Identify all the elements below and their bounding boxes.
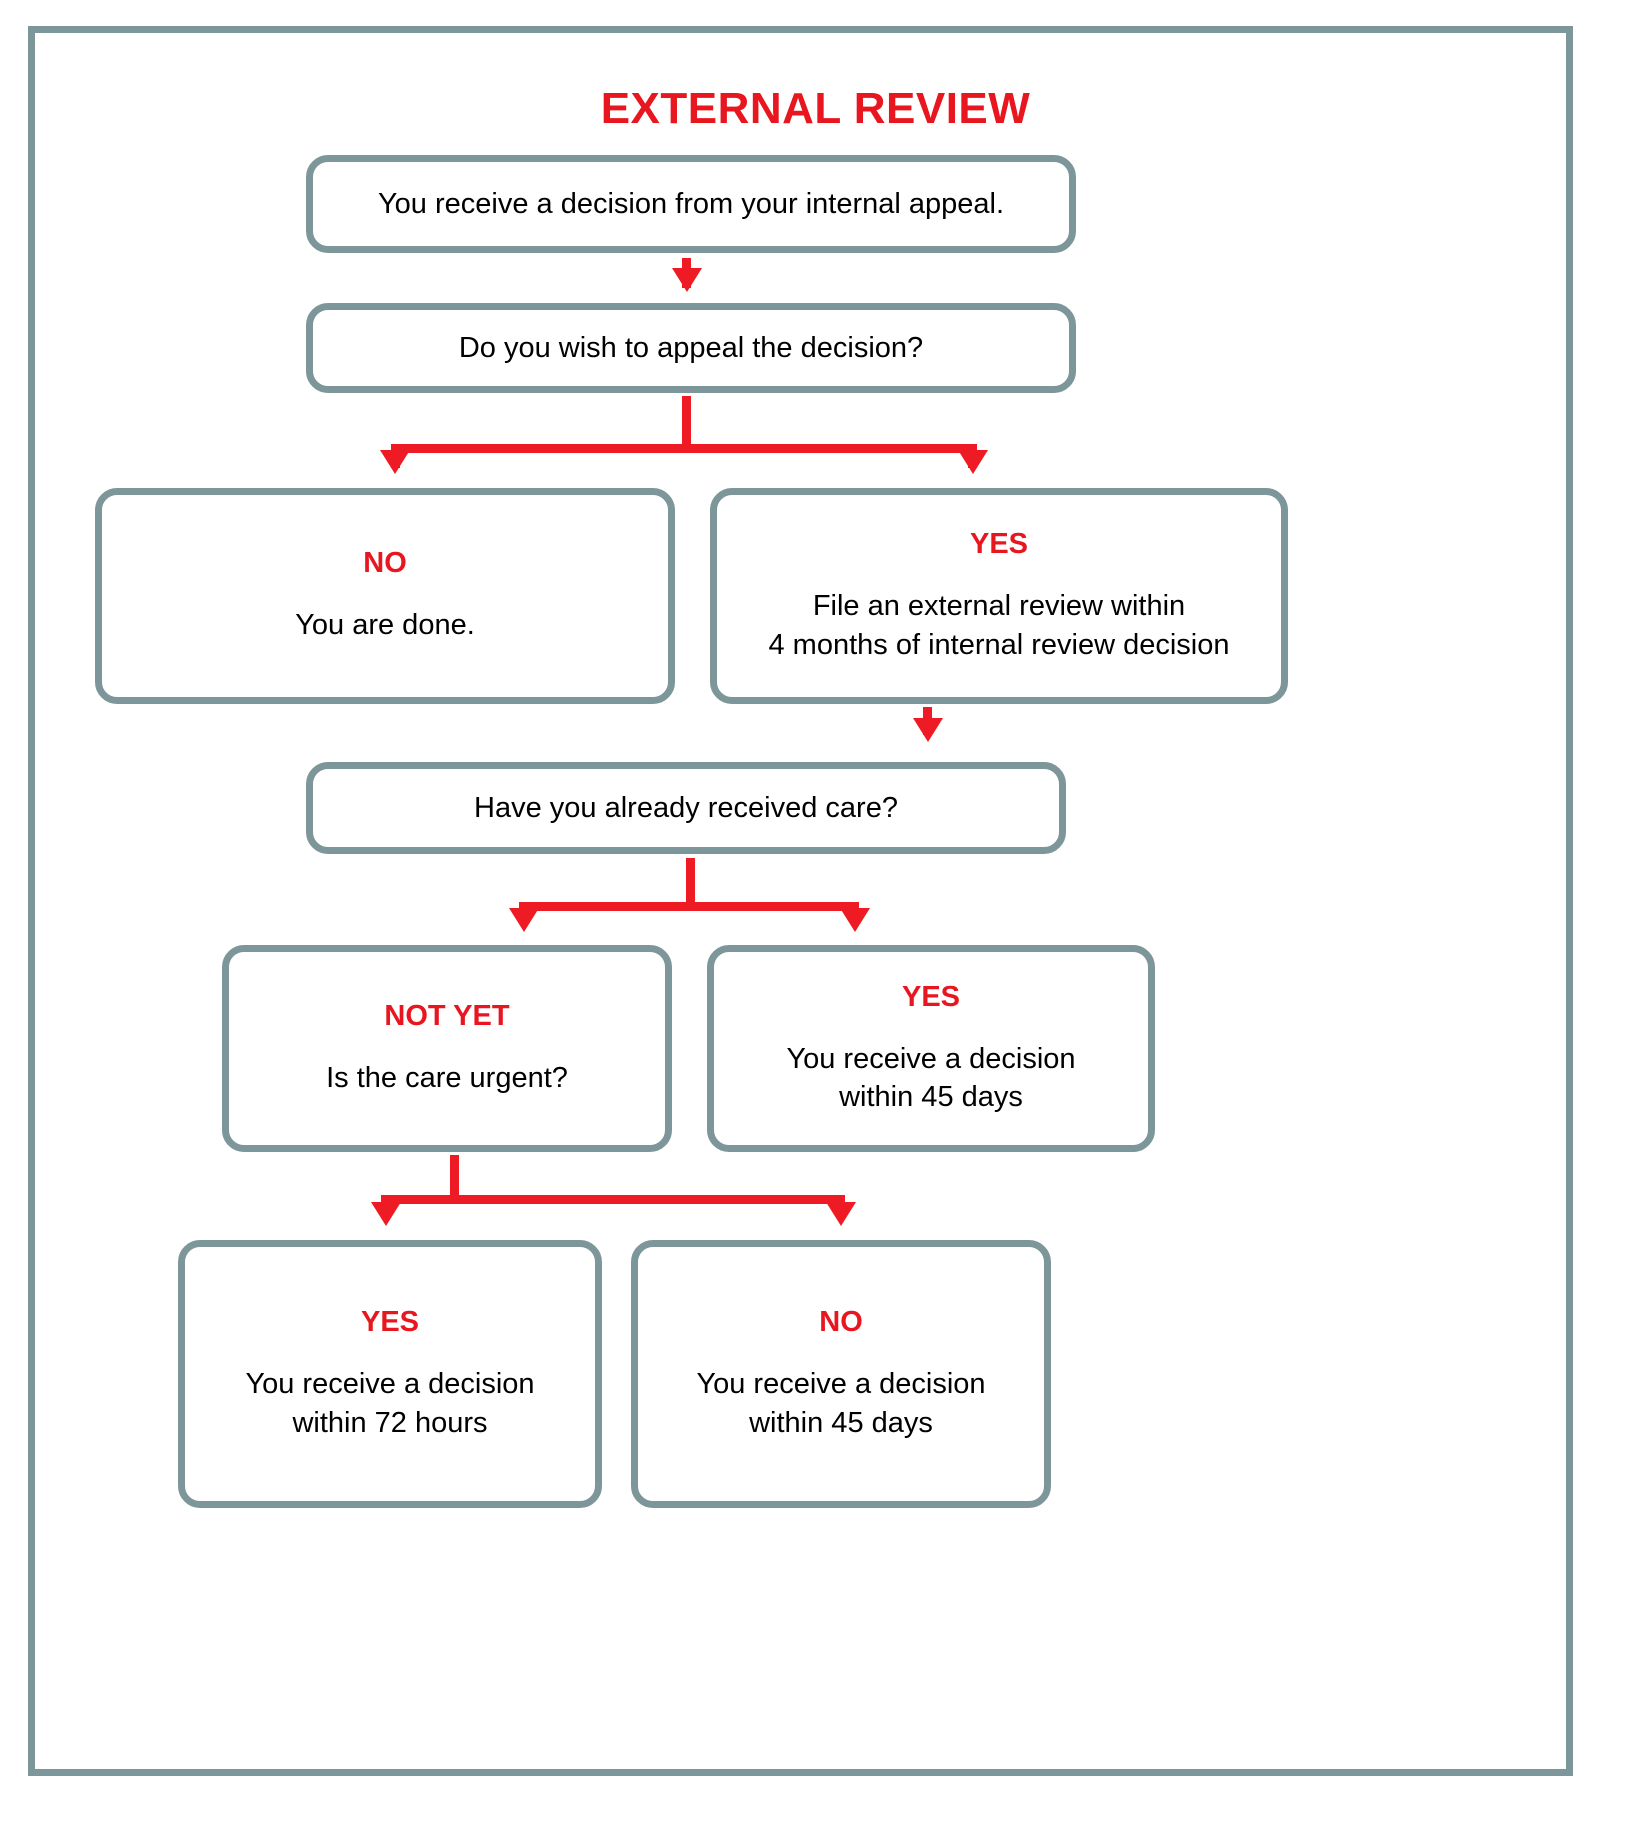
node-start-body: You receive a decision from your interna… xyxy=(377,187,1005,220)
arrowhead-icon xyxy=(380,450,410,474)
arrowhead-icon xyxy=(826,1202,856,1226)
arrowhead-icon xyxy=(913,718,943,742)
node-care-yes-tag: YES xyxy=(901,980,961,1013)
arrowhead-icon xyxy=(840,908,870,932)
node-urgent-yes[interactable]: YES You receive a decision within 72 hou… xyxy=(178,1240,602,1508)
arrowhead-icon xyxy=(509,908,539,932)
node-appeal-no-tag: NO xyxy=(363,547,407,580)
connector-line xyxy=(381,1195,845,1204)
node-urgent-no-tag: NO xyxy=(819,1306,863,1339)
node-appeal-no[interactable]: NO You are done. xyxy=(95,488,675,704)
node-care-not-yet-body: Is the care urgent? xyxy=(326,1061,568,1094)
node-appeal-question-body: Do you wish to appeal the decision? xyxy=(458,331,924,364)
node-start[interactable]: You receive a decision from your interna… xyxy=(306,155,1076,253)
node-urgent-no-body: You receive a decision within 45 days xyxy=(696,1368,986,1439)
page-title: EXTERNAL REVIEW xyxy=(600,84,1031,133)
connector-line xyxy=(450,1155,459,1199)
node-urgent-yes-body: You receive a decision within 72 hours xyxy=(245,1368,535,1439)
node-care-yes[interactable]: YES You receive a decision within 45 day… xyxy=(707,945,1155,1152)
node-appeal-yes-tag: YES xyxy=(969,528,1029,561)
node-care-question-body: Have you already received care? xyxy=(474,791,898,824)
connector-line xyxy=(391,444,977,453)
node-care-question[interactable]: Have you already received care? xyxy=(306,762,1066,854)
connector-line xyxy=(519,902,859,911)
node-urgent-yes-tag: YES xyxy=(360,1306,420,1339)
node-appeal-yes-body: File an external review within 4 months … xyxy=(768,590,1230,661)
node-urgent-no[interactable]: NO You receive a decision within 45 days xyxy=(631,1240,1051,1508)
node-appeal-question[interactable]: Do you wish to appeal the decision? xyxy=(306,303,1076,393)
node-care-not-yet-tag: NOT YET xyxy=(384,999,510,1032)
connector-line xyxy=(686,858,695,906)
node-care-not-yet[interactable]: NOT YET Is the care urgent? xyxy=(222,945,672,1152)
node-appeal-yes[interactable]: YES File an external review within 4 mon… xyxy=(710,488,1288,704)
node-appeal-no-body: You are done. xyxy=(295,609,475,642)
arrowhead-icon xyxy=(672,268,702,292)
arrowhead-icon xyxy=(371,1202,401,1226)
arrowhead-icon xyxy=(958,450,988,474)
node-care-yes-body: You receive a decision within 45 days xyxy=(786,1042,1076,1113)
connector-line xyxy=(682,396,691,448)
